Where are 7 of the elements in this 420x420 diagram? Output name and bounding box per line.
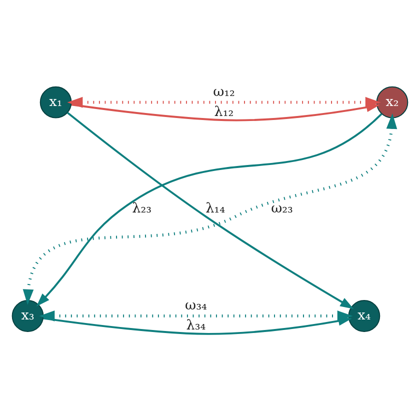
- edge-label: ω₁₂: [213, 83, 235, 100]
- edge-label: λ₃₄: [186, 317, 206, 334]
- edge-label: λ₂₃: [132, 200, 152, 216]
- edge-label: ω₃₄: [185, 296, 207, 313]
- edge-label: λ₁₂: [214, 104, 234, 120]
- edge-label: ω₂₃: [271, 200, 293, 216]
- edge-label: λ₁₄: [206, 200, 226, 216]
